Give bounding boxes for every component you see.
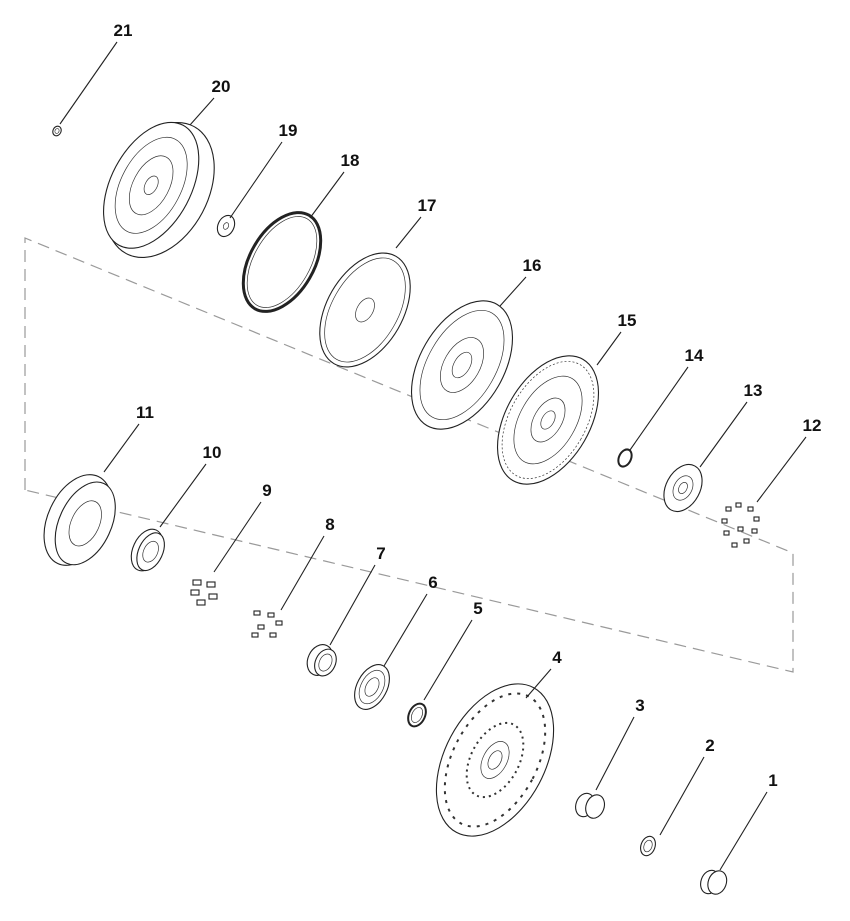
callout-16: 16	[523, 256, 542, 275]
callout-18: 18	[341, 151, 360, 170]
part-21-nut	[52, 125, 62, 137]
callout-21: 21	[114, 21, 133, 40]
callout-13: 13	[744, 381, 763, 400]
part-8-springs	[251, 610, 283, 638]
callout-1: 1	[768, 771, 777, 790]
part-10-race	[130, 528, 165, 572]
callout-20: 20	[212, 77, 231, 96]
callout-8: 8	[325, 515, 334, 534]
callout-14: 14	[685, 346, 704, 365]
callout-17: 17	[418, 196, 437, 215]
part-16-pressure-plate	[410, 300, 514, 430]
part-7-bearing	[306, 644, 337, 677]
part-5-washer	[407, 702, 427, 728]
leader-lines	[59, 41, 807, 871]
part-12-bolts	[721, 502, 760, 548]
callout-3: 3	[635, 696, 644, 715]
callout-4: 4	[552, 648, 562, 667]
callout-12: 12	[803, 416, 822, 435]
callout-9: 9	[262, 481, 271, 500]
callout-2: 2	[705, 736, 714, 755]
part-17-plate	[319, 252, 411, 368]
part-20-cover	[103, 121, 215, 258]
part-13-hub-flange	[663, 463, 703, 513]
callout-5: 5	[473, 599, 482, 618]
callout-11: 11	[136, 403, 154, 422]
subassembly-boundary	[24, 237, 794, 673]
part-14-snap-ring	[617, 448, 633, 468]
part-15-friction-disc	[496, 355, 600, 485]
callout-19: 19	[279, 121, 298, 140]
callout-7: 7	[376, 544, 385, 563]
part-18-seal-ring	[241, 211, 323, 313]
part-11-stator	[43, 474, 116, 566]
part-1-cap	[700, 869, 728, 895]
callout-15: 15	[618, 311, 637, 330]
part-6-thrust-bearing	[354, 664, 390, 710]
callout-6: 6	[428, 573, 437, 592]
part-3-bushing	[575, 792, 606, 819]
part-9-rollers	[190, 579, 218, 606]
callout-10: 10	[203, 443, 222, 462]
part-19-washer	[216, 214, 236, 238]
part-4-turbine	[435, 683, 555, 837]
part-2-bushing	[640, 835, 656, 857]
